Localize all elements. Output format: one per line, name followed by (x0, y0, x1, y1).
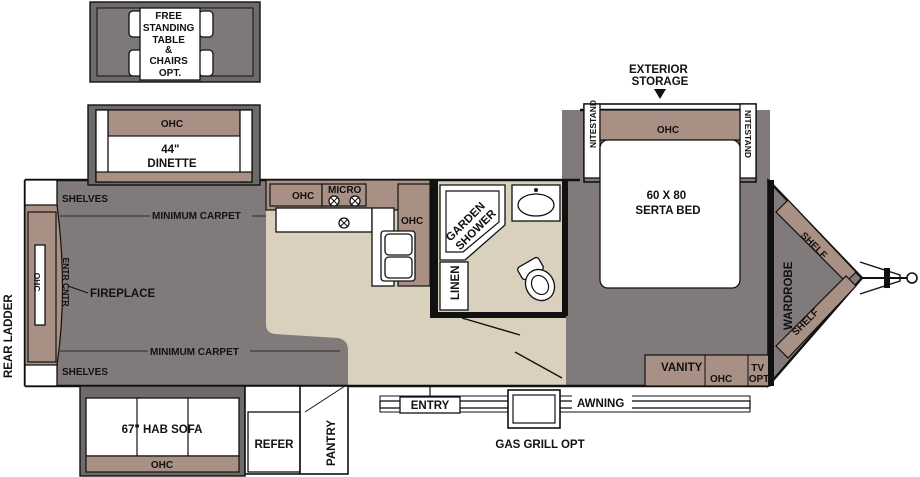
dinette-slideout: OHC 44" DINETTE (87, 104, 261, 186)
wardrobe-label: WARDROBE (783, 261, 795, 330)
shelves-top-label: SHELVES (62, 194, 108, 205)
rear-ladder-label: REAR LADDER (3, 294, 15, 378)
minimum-carpet-top-label: MINIMUM CARPET (152, 211, 241, 222)
refrigerator (247, 411, 301, 473)
micro-label: MICRO (328, 185, 362, 196)
free-standing-table-area: FREE STANDING TABLE & CHAIRS OPT. (89, 1, 261, 83)
chair (198, 10, 214, 38)
fireplace-insert (34, 244, 46, 326)
linen-label: LINEN (450, 266, 462, 301)
tv-opt-label: TV OPT (749, 363, 770, 385)
gas-grill-label: GAS GRILL OPT (495, 439, 584, 451)
bathroom: GARDEN SHOWER LINEN (430, 180, 568, 379)
vanity (644, 354, 771, 387)
entry-label: ENTRY (411, 400, 450, 412)
refer-label: REFER (255, 439, 295, 451)
serta-bed (599, 139, 741, 289)
dinette-label: 44" DINETTE (147, 144, 197, 170)
linen-closet (439, 261, 469, 311)
sofa-ohc-label: OHC (151, 460, 173, 471)
exterior-side: ENTRY AWNING GAS GRILL OPT (379, 386, 751, 451)
dinette-ohc-label: OHC (161, 119, 183, 130)
bed-ohc-label: OHC (657, 125, 679, 136)
vanity-ohc-label: OHC (710, 374, 732, 385)
nitestand-left-label: NITESTAND (588, 100, 598, 148)
garden-shower (439, 184, 506, 261)
free-standing-label: FREE STANDING TABLE & CHAIRS OPT. (143, 11, 197, 79)
toilet (517, 256, 556, 302)
awning-label: AWNING (577, 398, 624, 410)
sofa-label: 67" HAB SOFA (122, 424, 203, 436)
bathroom-sink (517, 193, 555, 217)
fireplace-label: FIREPLACE (90, 288, 156, 300)
refer-pantry: REFER PANTRY (244, 385, 349, 475)
sofa-ohc (85, 455, 240, 473)
pantry-label: PANTRY (326, 420, 338, 466)
chair (198, 49, 214, 77)
rear-wall: OHC ENTR CNTR FIREPLACE SHELVES SHELVES … (3, 179, 156, 387)
dinette-ohc (107, 109, 241, 137)
shelf-top (775, 199, 857, 283)
shelf-bottom (775, 275, 857, 359)
exterior-storage-label: EXTERIOR STORAGE (629, 64, 691, 88)
hitch-coupler (906, 272, 918, 284)
hitch (859, 261, 918, 295)
free-standing-table (139, 7, 201, 81)
entr-cntr-label: ENTR CNTR (61, 257, 71, 306)
sofa-slideout: 67" HAB SOFA OHC (79, 385, 246, 477)
kitchen-ohc-right-label: OHC (401, 216, 423, 227)
vanity-label: VANITY (661, 362, 703, 374)
arrow-down-icon (654, 89, 666, 99)
nitestand-right (739, 103, 757, 179)
bed-label: 60 X 80 SERTA BED (635, 190, 700, 217)
kitchen: OHC MICRO OHC (265, 179, 431, 287)
shelves-bottom-label: SHELVES (62, 367, 108, 378)
nitestand-left (583, 103, 601, 179)
kitchen-ohc-label: OHC (292, 191, 314, 202)
ohc-rear-label: OHC (32, 273, 42, 292)
nitestand-right-label: NITESTAND (743, 110, 753, 158)
minimum-carpet-bottom-label: MINIMUM CARPET (150, 347, 239, 358)
